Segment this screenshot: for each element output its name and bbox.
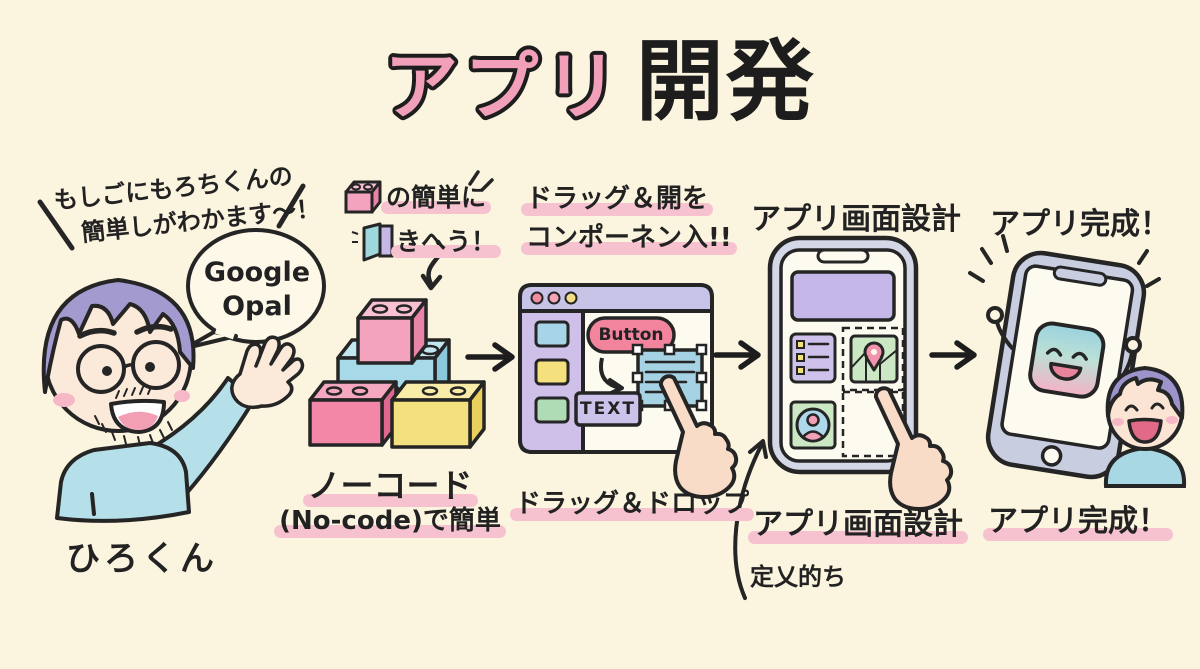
step4-bottom-label: アプリ完成！: [988, 504, 1168, 539]
title-black: 開発: [636, 30, 816, 133]
phone-complete: [985, 250, 1147, 480]
lego-brick-icon: [344, 180, 382, 214]
step1-note-line2: きへう！: [396, 227, 497, 256]
phone-sparkles: [968, 234, 1161, 288]
title-pink: アプリ: [384, 44, 624, 130]
step3-note: 定乂的ち: [750, 563, 846, 591]
celebration-arms: [986, 306, 1142, 376]
speech-bubble: [184, 228, 326, 350]
flow-arrow-1: [465, 342, 515, 372]
avatar-tile: [789, 400, 837, 450]
smiling-app-icon: [1028, 321, 1106, 399]
step2-note: ドラッグ＆開を コンポーネン入!!: [526, 184, 732, 253]
character-hirokun: [41, 278, 305, 523]
flow-arrow-3: [929, 340, 977, 370]
step3-bottom-label: アプリ画面設計: [753, 507, 963, 542]
text-box-label: TEXT: [580, 399, 636, 419]
map-tile: [849, 334, 899, 384]
list-block: [789, 332, 837, 384]
lego-blocks: [308, 298, 486, 449]
dashed-slot-2: [841, 390, 905, 458]
dashed-slot-1: [841, 326, 905, 392]
boy-character: [1103, 366, 1187, 488]
text-box: [574, 391, 642, 427]
app-header-block: [790, 270, 896, 322]
page-title: アプリ 開発: [384, 30, 816, 133]
step1-label: ノーコード (No-code)で簡単: [279, 466, 501, 537]
button-pill: [586, 316, 676, 354]
button-pill-label: Button: [598, 325, 664, 345]
step2-label: ドラッグ＆ドロップ: [515, 489, 750, 519]
speech-text: Google Opal: [203, 257, 311, 322]
step3-top-label: アプリ画面設計: [751, 202, 961, 237]
note-slashes: [37, 183, 306, 251]
step4-top-label: アプリ完成！: [990, 207, 1170, 242]
character-name: ひろくん: [66, 539, 218, 579]
door-icon: [351, 222, 394, 262]
step1-note-line1: の簡単に: [386, 183, 487, 212]
browser-window: [518, 283, 714, 454]
curved-arrow-up: [733, 439, 768, 600]
phone-design: [767, 235, 919, 475]
flow-arrow-2: [713, 340, 761, 370]
